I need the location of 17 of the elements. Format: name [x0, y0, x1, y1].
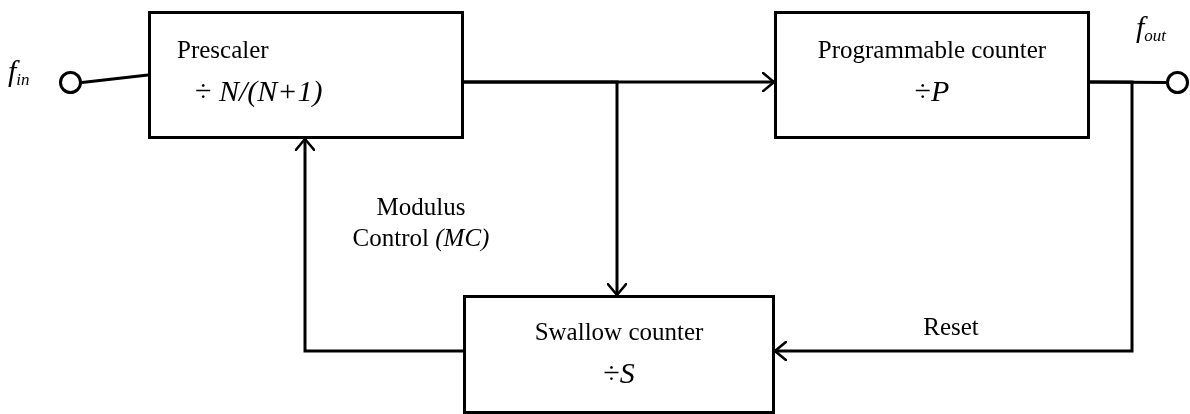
- block-title: Swallow counter: [534, 318, 704, 346]
- block-title: Programmable counter: [817, 36, 1047, 64]
- block-box: [463, 295, 775, 414]
- block-title: Prescaler: [177, 36, 269, 64]
- block-box: [148, 11, 464, 139]
- arrow: [773, 80, 1134, 363]
- terminal-circle: [59, 71, 82, 94]
- block-box: [774, 11, 1090, 139]
- arrow: [293, 137, 463, 353]
- terminal-circle: [1166, 71, 1189, 94]
- divider-formula: ÷S: [603, 355, 635, 389]
- signal-label: f$_{out}$: [1136, 12, 1167, 44]
- signal-label: f$_{in}$: [8, 56, 30, 88]
- divider-formula: ÷ N/(N+1): [194, 73, 323, 107]
- arrow: [464, 80, 629, 297]
- connector-line: [81, 73, 149, 84]
- divider-formula: ÷P: [914, 73, 950, 107]
